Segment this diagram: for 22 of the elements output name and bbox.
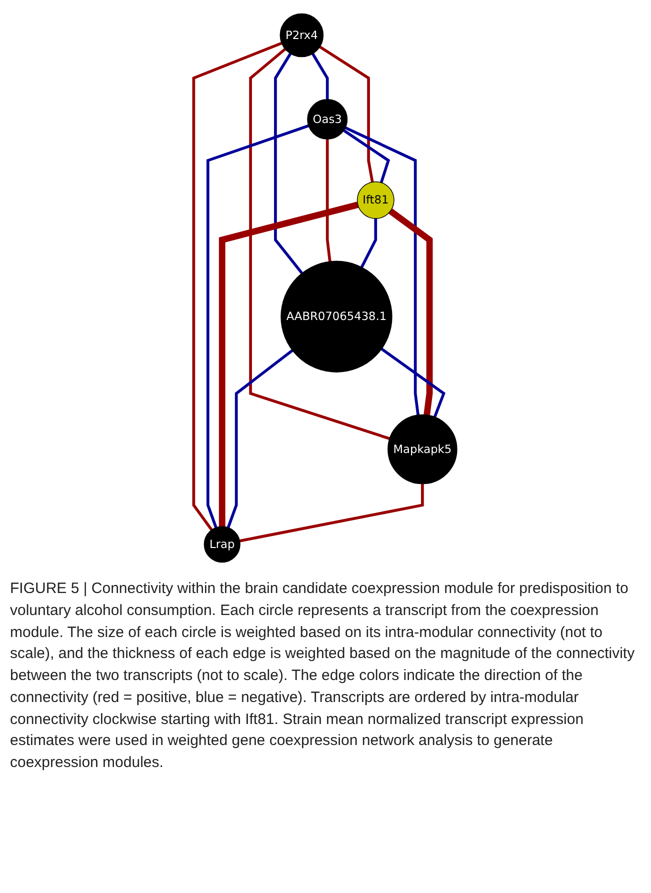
node-circle: Ift81 <box>357 181 395 219</box>
connector <box>319 46 374 182</box>
connector <box>240 484 424 542</box>
connector <box>219 202 359 526</box>
node-circle: Lrap <box>204 526 241 563</box>
connector <box>326 139 332 262</box>
node-circle: P2rx4 <box>280 13 324 58</box>
node-circle: Oas3 <box>307 99 348 140</box>
connector <box>192 42 282 531</box>
connector <box>344 126 420 416</box>
connector <box>227 349 294 528</box>
connector <box>206 124 310 528</box>
connector <box>312 52 329 100</box>
connector <box>380 348 446 418</box>
connector <box>343 129 390 184</box>
connector <box>360 218 378 268</box>
node-circle: AABR07065438.1 <box>280 260 392 372</box>
connector <box>249 48 390 440</box>
figure-caption: FIGURE 5 | Connectivity within the brain candidate coexpression module for predisposition to voluntary alcohol consumption. Each circle represents a transcript from the coexpression module. The size of each circle is weighted based on its intra-modular connectivity (not to scale), and the thickness of each edge is weighted based on the magnitude of the connectivity between the two transcripts (not to scale). The edge colors indicate the direction of the connectivity (red = positive, blue = negative). Transcripts are ordered by intra-modular connectivity clockwise starting with Ift81. Strain mean normalized transcript expression estimates were used in weighted gene coexpression network analysis to generate coexpression modules. <box>10 579 636 773</box>
node-circle: Mapkapk5 <box>388 414 458 484</box>
connector <box>274 52 304 274</box>
connector <box>388 208 433 416</box>
